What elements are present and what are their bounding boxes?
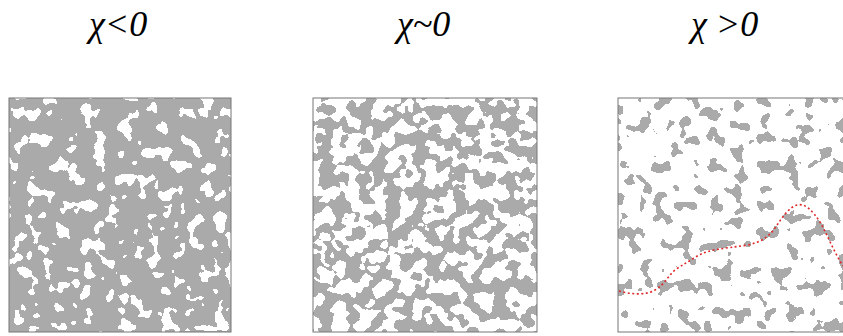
chi-label: χ<0 [89, 6, 147, 42]
chi-label: χ >0 [691, 6, 758, 42]
chi-label: χ~0 [397, 6, 450, 42]
